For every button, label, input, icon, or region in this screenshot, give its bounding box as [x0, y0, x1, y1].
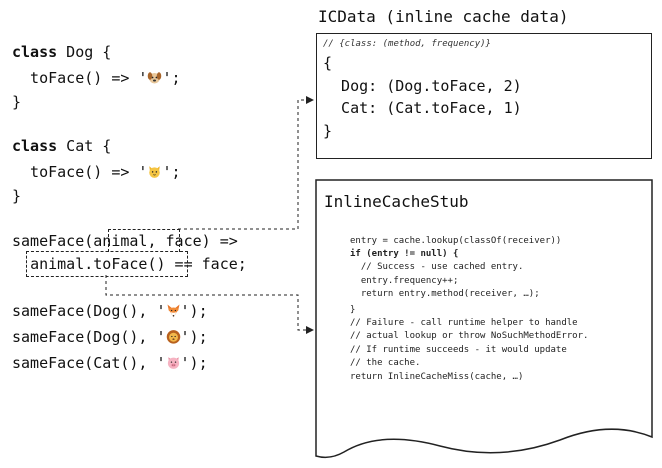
- icdata-close-brace: }: [323, 122, 333, 140]
- face-param: face) =>: [156, 232, 238, 250]
- dog-class-name: Dog {: [57, 43, 112, 61]
- icdata-entry-cat: Cat: (Cat.toFace, 1): [323, 99, 522, 117]
- call-site-box-top: [108, 229, 180, 252]
- stub-line-6: }: [350, 305, 356, 315]
- arrow-to-icdata: [178, 99, 306, 230]
- stub-line-3: // Success - use cached entry.: [350, 262, 524, 272]
- cat-class-close: }: [12, 187, 22, 205]
- comparison-expression: == face;: [165, 255, 247, 273]
- icdata-box: // {class: (method, frequency)} { Dog: (…: [316, 33, 652, 159]
- stub-if-line: if (entry != null) {: [350, 249, 459, 259]
- fox-face-icon: [167, 304, 180, 318]
- same-face-declaration: sameFace(animal, face) =>: [12, 234, 238, 249]
- stub-line-11: return InlineCacheMiss(cache, …): [350, 372, 524, 382]
- call-end: ');: [180, 328, 208, 346]
- cat-face-icon: [149, 166, 161, 178]
- stub-line-1: entry = cache.lookup(classOf(receiver)): [350, 236, 562, 246]
- stub-line-7: // Failure - call runtime helper to hand…: [350, 318, 578, 328]
- cat-method-end: ';: [162, 163, 181, 181]
- pig-face-icon: [167, 357, 179, 369]
- stub-line-10: // the cache.: [350, 358, 421, 368]
- call-text: sameFace(Cat(), ': [12, 354, 166, 372]
- dog-face-icon: [148, 72, 162, 84]
- class-keyword: class: [12, 43, 58, 61]
- icdata-title: ICData (inline cache data): [318, 7, 569, 26]
- call-text: sameFace(Dog(), ': [12, 328, 166, 346]
- same-face-call-1: sameFace(Dog(), ' ');: [12, 303, 208, 319]
- dog-toface-method: toFace() => ' ';: [12, 69, 181, 87]
- arrowhead-icdata: [306, 96, 314, 104]
- call-text: sameFace(Dog(), ': [12, 302, 166, 320]
- stub-line-4: entry.frequency++;: [350, 276, 459, 286]
- call-end: ');: [180, 354, 208, 372]
- dog-method-end: ';: [162, 69, 181, 87]
- cat-class-name: Cat {: [57, 137, 112, 155]
- class-keyword: class: [12, 137, 58, 155]
- cat-toface-method: toFace() => ' ';: [12, 163, 181, 181]
- icdata-entry-dog: Dog: (Dog.toFace, 2): [323, 77, 522, 95]
- same-face-body: animal.toFace() == face;: [12, 257, 247, 272]
- stub-line-9: // If runtime succeeds - it would update: [350, 345, 567, 355]
- same-face-call-2: sameFace(Dog(), ' ');: [12, 329, 208, 345]
- stub-line-2: if (entry != null) {: [350, 250, 458, 259]
- stub-line-5: return entry.method(receiver, …);: [350, 289, 540, 299]
- animal-param: animal,: [93, 232, 157, 250]
- dog-class-close: }: [12, 93, 22, 111]
- stub-line-8: // actual lookup or throw NoSuchMethodEr…: [350, 331, 589, 341]
- lion-face-icon: [166, 330, 180, 344]
- same-face-fn-name: sameFace(: [12, 232, 94, 250]
- dog-method-text: toFace() => ': [12, 69, 148, 87]
- icdata-open-brace: {: [323, 54, 333, 72]
- call-site-box: [26, 251, 188, 277]
- call-end: ');: [180, 302, 208, 320]
- call-site-expression: animal.toFace(): [30, 255, 166, 273]
- same-face-call-3: sameFace(Cat(), ' ');: [12, 355, 208, 371]
- cat-class-header: class Cat {: [12, 139, 111, 154]
- dog-class-header: class Dog {: [12, 45, 111, 60]
- cat-method-text: toFace() => ': [12, 163, 148, 181]
- icdata-comment: // {class: (method, frequency)}: [323, 39, 491, 49]
- arrowhead-stub: [306, 326, 314, 334]
- stub-title: InlineCacheStub: [324, 192, 469, 211]
